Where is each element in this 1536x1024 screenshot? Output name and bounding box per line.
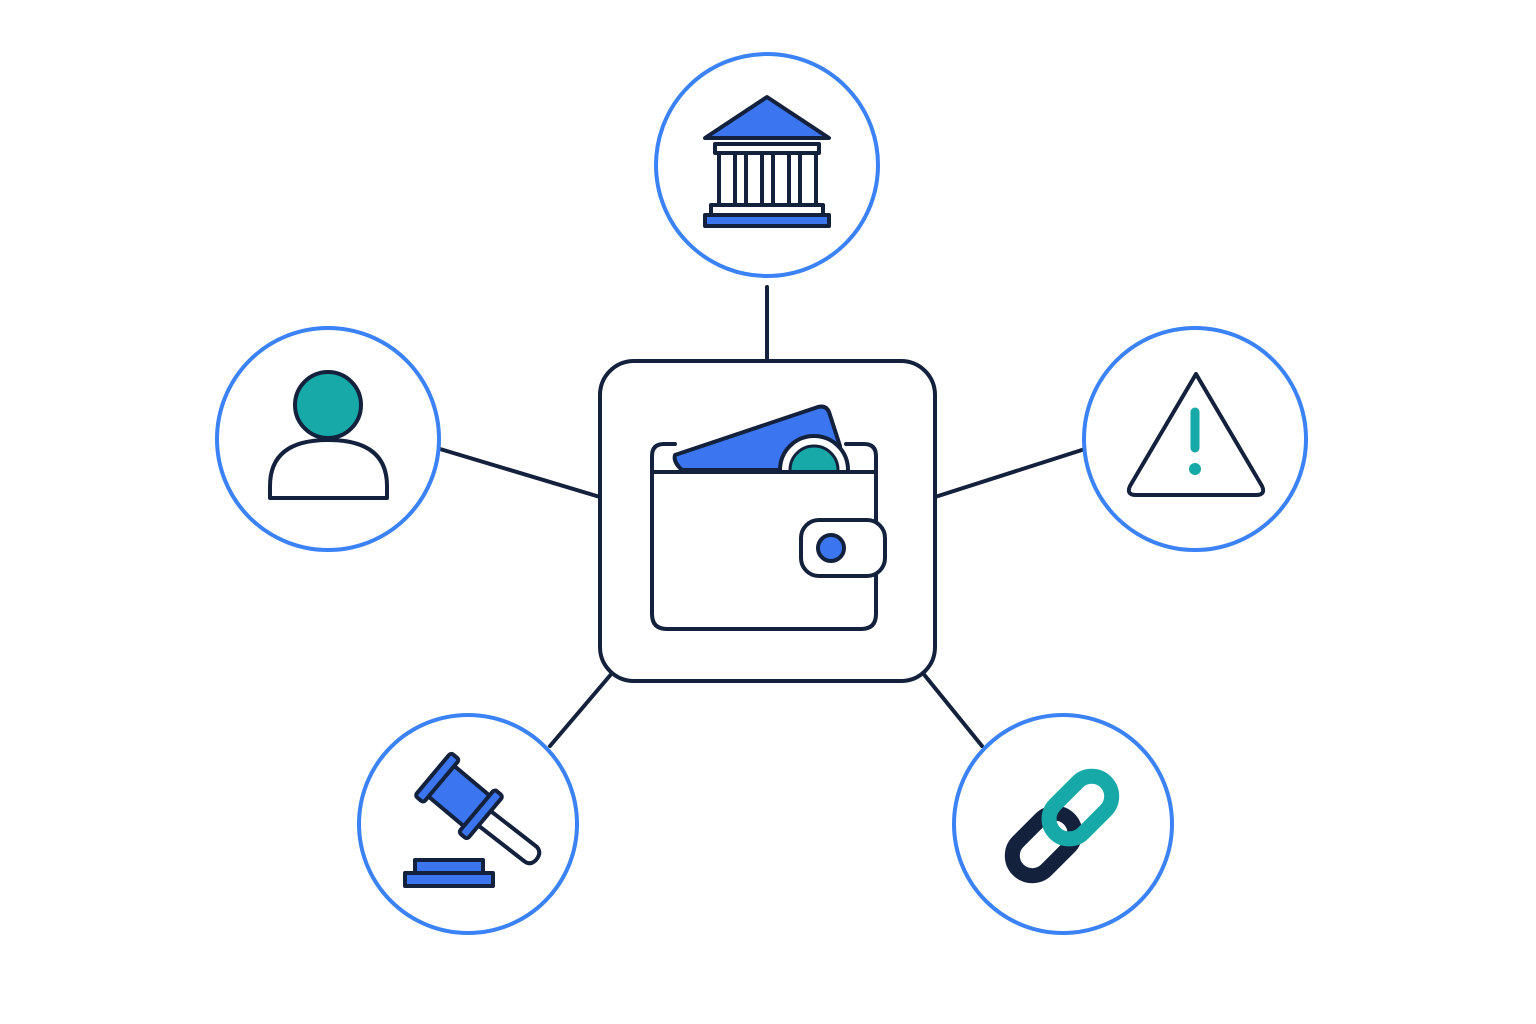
node-bank[interactable]: [654, 52, 880, 278]
connectors: [438, 285, 1087, 748]
user-icon: [268, 370, 389, 500]
node-warning[interactable]: [1082, 326, 1308, 552]
wallet-icon: [650, 404, 887, 631]
connector-user: [438, 447, 602, 499]
warning-icon: [1126, 372, 1266, 497]
connector-legal: [548, 670, 615, 748]
connector-link: [920, 670, 984, 748]
node-bank-ring: [654, 52, 880, 278]
bank-icon: [703, 95, 831, 228]
node-user[interactable]: [215, 326, 441, 552]
node-link-ring: [952, 713, 1174, 935]
node-link[interactable]: [952, 713, 1174, 935]
hub-node[interactable]: [598, 359, 937, 683]
chain-link-icon: [1004, 768, 1120, 884]
node-legal[interactable]: [357, 713, 579, 935]
connector-warning: [933, 447, 1087, 499]
gavel-icon: [403, 751, 542, 888]
